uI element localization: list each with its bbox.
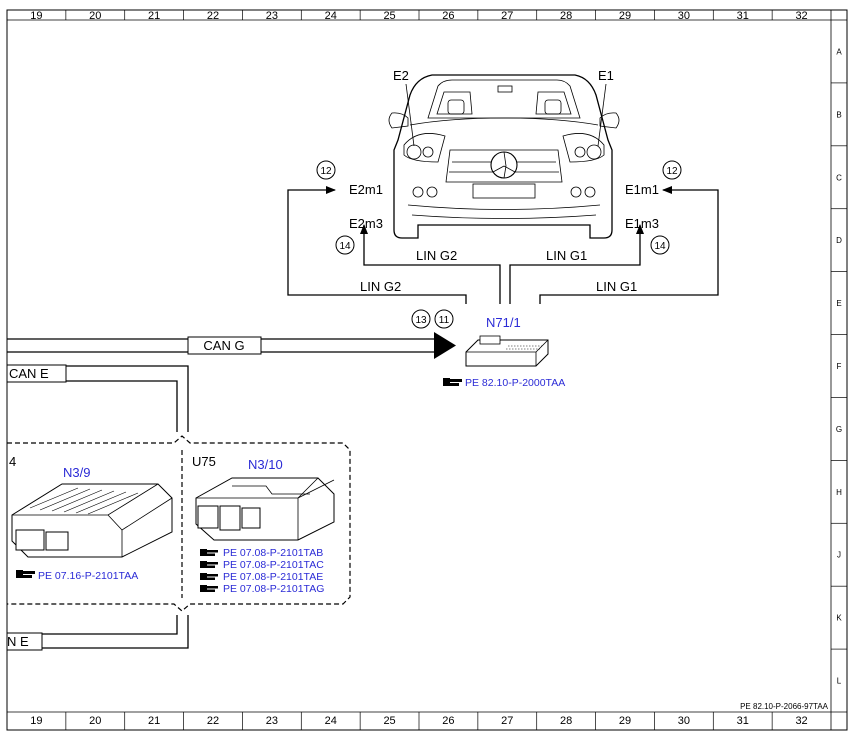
grid-frame: 19 19 20 20 21 21 22 22 23 23 24 24 25 25 26 26 27 27 28 28…: [6, 9, 848, 731]
column-label-top: 24: [325, 10, 337, 22]
row-label: E: [836, 299, 841, 308]
column-label-top: 20: [89, 10, 101, 22]
circle-ref-12-left: 12: [316, 160, 336, 180]
svg-text:13: 13: [415, 315, 427, 326]
column-label-top: 28: [560, 10, 572, 22]
column-label-bottom: 20: [89, 715, 101, 727]
u75-label: U75: [192, 454, 216, 469]
car-front-illustration: [388, 74, 620, 239]
can-g-bus: [7, 332, 456, 359]
circle-ref-14-left: 14: [335, 235, 355, 255]
hand-pointer-icon: [200, 561, 218, 568]
can-e-label: CAN E: [9, 366, 49, 381]
column-label-bottom: 26: [442, 715, 454, 727]
row-label: C: [836, 173, 842, 182]
e1m1-label: E1m1: [625, 182, 659, 197]
n3-10-module-illustration: [195, 477, 335, 541]
column-label-bottom: 27: [501, 715, 513, 727]
column-label-bottom: 30: [678, 715, 690, 727]
row-label: F: [837, 362, 842, 371]
column-label-bottom: 31: [737, 715, 749, 727]
e2-label: E2: [393, 68, 409, 83]
lin-wiring: [287, 186, 719, 304]
circle-ref-14-right: 14: [650, 235, 670, 255]
hand-pointer-icon: [16, 570, 35, 578]
column-label-top: 30: [678, 10, 690, 22]
column-label-top: 31: [737, 10, 749, 22]
circle-ref-12-right: 12: [662, 160, 682, 180]
lin-g1-upper-label: LIN G1: [546, 248, 587, 263]
svg-text:12: 12: [320, 166, 332, 177]
n3-10-doc-link[interactable]: PE 07.08-P-2101TAE: [223, 571, 323, 583]
circle-ref-11: 11: [434, 309, 454, 329]
e2-leader: [405, 83, 415, 147]
n3-9-title: N3/9: [63, 465, 90, 480]
column-label-bottom: 21: [148, 715, 160, 727]
n3-10-doc-link[interactable]: PE 07.08-P-2101TAG: [223, 583, 324, 595]
column-label-bottom: 23: [266, 715, 278, 727]
e1-label: E1: [598, 68, 614, 83]
row-label: K: [836, 614, 842, 623]
e2m3-label: E2m3: [349, 216, 383, 231]
column-label-top: 32: [795, 10, 807, 22]
column-label-top: 29: [619, 10, 631, 22]
column-label-bottom: 32: [795, 715, 807, 727]
row-label: B: [836, 110, 841, 119]
hand-pointer-icon: [443, 378, 462, 386]
circle-ref-13: 13: [411, 309, 431, 329]
row-label: D: [836, 236, 842, 245]
n3-9-prefix: 4: [9, 454, 16, 469]
lin-g1-lower-label: LIN G1: [596, 279, 637, 294]
n71-1-doc-link[interactable]: PE 82.10-P-2000TAA: [465, 377, 565, 389]
column-label-top: 26: [442, 10, 454, 22]
n3-10-doc-link[interactable]: PE 07.08-P-2101TAB: [223, 547, 323, 559]
column-label-top: 25: [383, 10, 395, 22]
row-label: L: [837, 677, 842, 686]
column-label-bottom: 29: [619, 715, 631, 727]
column-label-bottom: 28: [560, 715, 572, 727]
column-label-top: 19: [30, 10, 42, 22]
row-label: A: [836, 47, 842, 56]
svg-text:14: 14: [339, 241, 351, 252]
lin-g2-upper-label: LIN G2: [416, 248, 457, 263]
hand-pointer-icon: [200, 585, 218, 592]
hand-pointer-icon: [200, 549, 218, 556]
lin-g2-lower-label: LIN G2: [360, 279, 401, 294]
row-label: G: [836, 425, 842, 434]
column-label-top: 22: [207, 10, 219, 22]
document-reference: PE 82.10-P-2066-97TAA: [740, 702, 829, 711]
can-e-lower-label: N E: [7, 634, 29, 649]
svg-text:11: 11: [439, 315, 450, 326]
n71-1-module-illustration: [465, 335, 549, 367]
svg-text:12: 12: [666, 166, 678, 177]
column-label-bottom: 22: [207, 715, 219, 727]
svg-text:14: 14: [654, 241, 666, 252]
n3-10-doc-link[interactable]: PE 07.08-P-2101TAC: [223, 559, 324, 571]
can-e-bus: [6, 364, 189, 651]
column-label-bottom: 25: [383, 715, 395, 727]
n3-9-doc-link[interactable]: PE 07.16-P-2101TAA: [38, 570, 138, 582]
hand-pointer-icon: [200, 573, 218, 580]
e1-leader: [597, 83, 607, 147]
row-label: H: [836, 488, 842, 497]
column-label-bottom: 19: [30, 715, 42, 727]
row-label: J: [837, 551, 841, 560]
e1m3-label: E1m3: [625, 216, 659, 231]
column-label-top: 27: [501, 10, 513, 22]
can-g-label: CAN G: [203, 338, 244, 353]
n71-1-title: N71/1: [486, 315, 521, 330]
column-label-bottom: 24: [325, 715, 337, 727]
column-label-top: 21: [148, 10, 160, 22]
n3-9-module-illustration: [11, 483, 173, 558]
column-label-top: 23: [266, 10, 278, 22]
n3-10-title: N3/10: [248, 457, 283, 472]
ecu-group-boundary: [7, 435, 351, 612]
e2m1-label: E2m1: [349, 182, 383, 197]
